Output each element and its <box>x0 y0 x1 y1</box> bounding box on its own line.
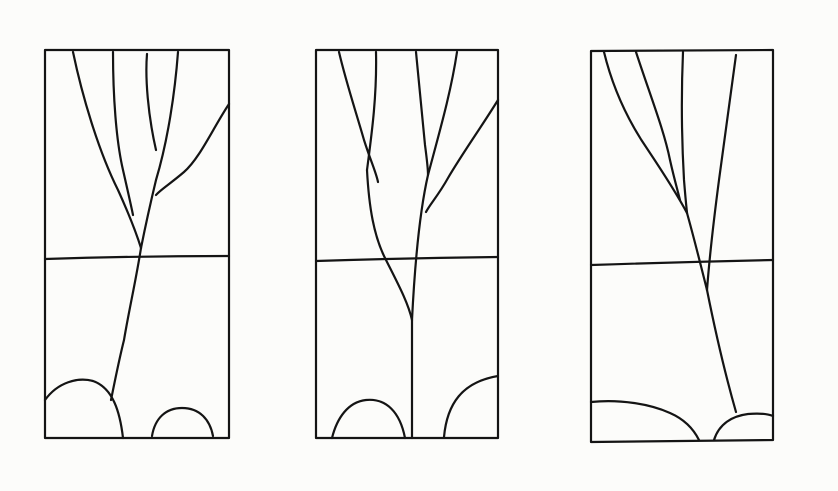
three-panel-line-drawing <box>0 0 838 491</box>
